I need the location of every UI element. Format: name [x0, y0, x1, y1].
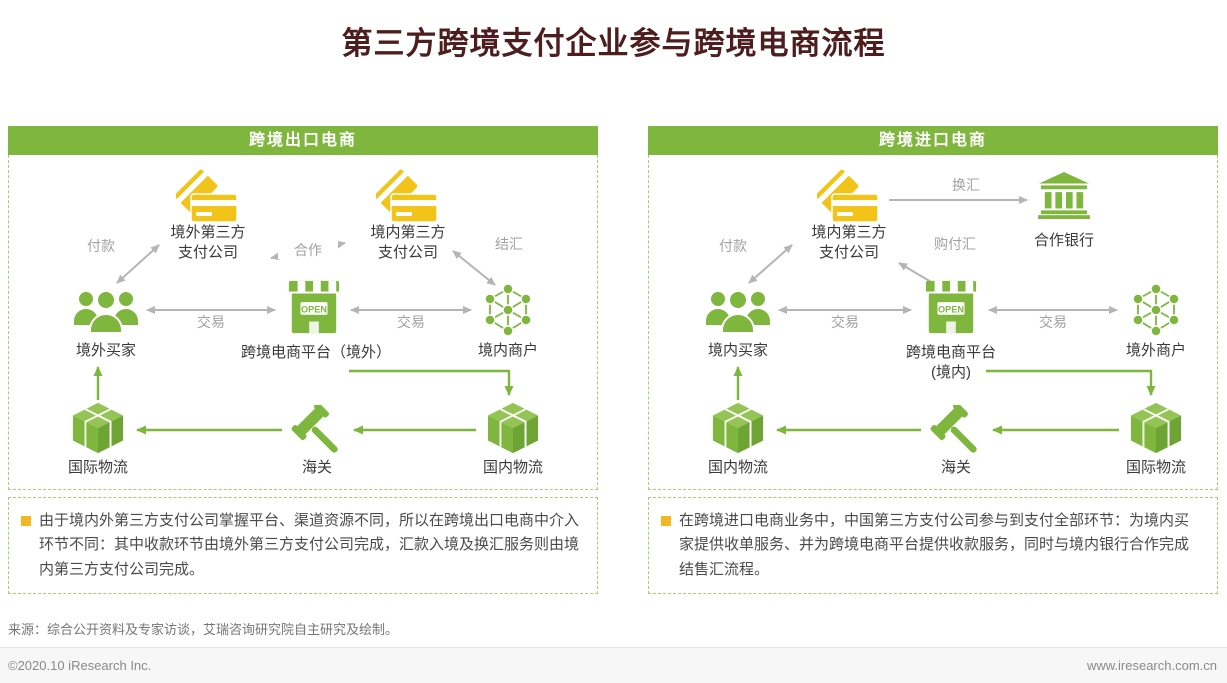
node-intl-logistics: 国际物流 — [1125, 459, 1186, 476]
node-platform-domestic: 跨境电商平台 (境内) — [905, 344, 996, 381]
export-panel-header: 跨境出口电商 — [8, 126, 598, 155]
node-domestic-payment-company: 境内第三方 支付公司 — [370, 224, 446, 261]
node-domestic-payment-company: 境内第三方 支付公司 — [811, 224, 887, 261]
node-domestic-logistics: 国内物流 — [482, 459, 543, 476]
storefront-icon — [286, 279, 342, 335]
logistics-box-icon — [709, 401, 767, 455]
edge-label-pay: 付款 — [719, 238, 747, 254]
edge-label-cooperate: 合作 — [278, 241, 338, 259]
bank-cards-icon — [176, 167, 240, 225]
bullet-square-icon — [661, 516, 671, 526]
import-panel-header: 跨境进口电商 — [648, 126, 1218, 155]
website-link: www.iresearch.com.cn — [1086, 658, 1217, 673]
import-note: 在跨境进口电商业务中，中国第三方支付公司参与到支付全部环节：为境内买家提供收单服… — [648, 497, 1218, 594]
page-title: 第三方跨境支付企业参与跨境电商流程 — [341, 26, 886, 61]
domestic-buyers-icon — [706, 285, 770, 335]
node-platform-overseas: 跨境电商平台（境外） — [240, 344, 391, 361]
edge-label-trade: 交易 — [1039, 314, 1067, 330]
import-flow-diagram: 境内第三方 支付公司 合作银行 境内买家 跨境电商平台 (境内) 境外商户 国内… — [648, 155, 1218, 490]
node-overseas-payment-company: 境外第三方 支付公司 — [170, 224, 246, 261]
logistics-box-icon — [484, 401, 542, 455]
edge-label-trade: 交易 — [831, 314, 859, 330]
node-overseas-buyer: 境外买家 — [75, 342, 136, 359]
customs-gavel-icon — [929, 405, 983, 455]
bank-cards-icon — [817, 167, 881, 225]
node-intl-logistics: 国际物流 — [67, 459, 128, 476]
node-customs: 海关 — [301, 459, 332, 476]
export-note-text: 由于境内外第三方支付公司掌握平台、渠道资源不同，所以在跨境出口电商中介入环节不同… — [39, 512, 580, 578]
node-domestic-buyer: 境内买家 — [707, 342, 768, 359]
storefront-icon — [923, 279, 979, 335]
edge-label-exchange: 换汇 — [952, 177, 980, 193]
node-domestic-merchant: 境内商户 — [477, 342, 538, 359]
bullet-square-icon — [21, 516, 31, 526]
copyright-text: ©2020.10 iResearch Inc. — [8, 658, 152, 673]
import-flow-arrows — [733, 196, 1156, 435]
node-partner-bank: 合作银行 — [1033, 232, 1094, 249]
bottom-bar: ©2020.10 iResearch Inc. www.iresearch.co… — [0, 647, 1227, 683]
source-note: 来源：综合公开资料及专家访谈，艾瑞咨询研究院自主研究及绘制。 — [8, 622, 399, 637]
export-ecommerce-panel: 跨境出口电商 — [8, 126, 598, 594]
import-ecommerce-panel: 跨境进口电商 — [648, 126, 1218, 594]
edge-label-pay: 付款 — [87, 238, 115, 254]
logistics-box-icon — [69, 401, 127, 455]
export-flow-diagram: 境外第三方 支付公司 境内第三方 支付公司 境外买家 跨境电商平台（境外） 境内… — [8, 155, 598, 490]
import-note-text: 在跨境进口电商业务中，中国第三方支付公司参与到支付全部环节：为境内买家提供收单服… — [679, 512, 1190, 578]
edge-label-trade: 交易 — [197, 314, 225, 330]
overseas-buyers-icon — [74, 285, 138, 335]
merchant-network-icon — [1127, 281, 1185, 339]
bank-cards-icon — [376, 167, 440, 225]
edge-label-settle: 结汇 — [495, 236, 523, 252]
edge-label-purchase-pay: 购付汇 — [934, 236, 976, 252]
customs-gavel-icon — [290, 405, 344, 455]
node-overseas-merchant: 境外商户 — [1125, 342, 1186, 359]
edge-label-trade: 交易 — [397, 314, 425, 330]
node-customs: 海关 — [940, 459, 971, 476]
node-domestic-logistics: 国内物流 — [707, 459, 768, 476]
merchant-network-icon — [479, 281, 537, 339]
export-note: 由于境内外第三方支付公司掌握平台、渠道资源不同，所以在跨境出口电商中介入环节不同… — [8, 497, 598, 594]
bank-building-icon — [1036, 171, 1092, 219]
logistics-box-icon — [1127, 401, 1185, 455]
